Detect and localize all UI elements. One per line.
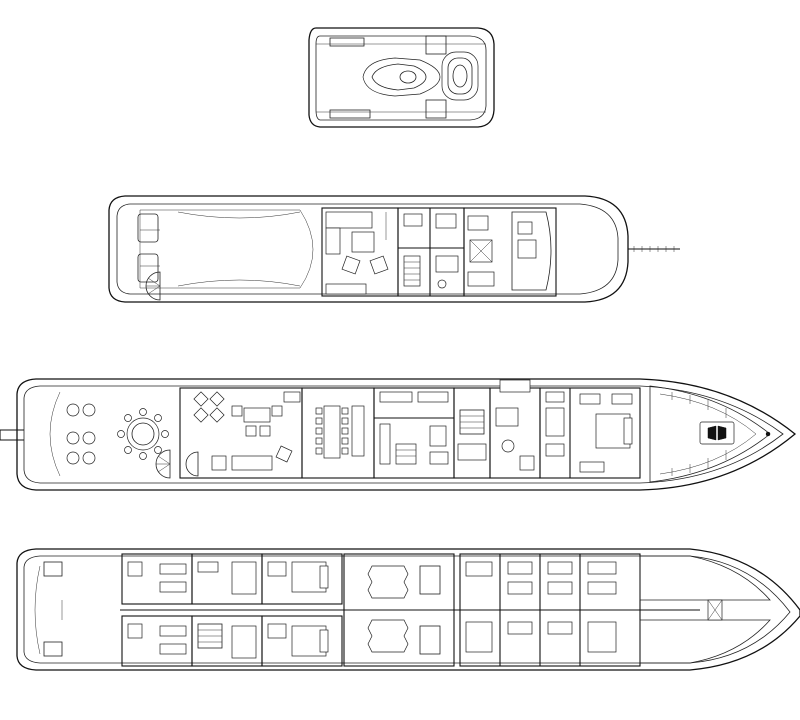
guest-cabin-5 xyxy=(191,615,263,667)
bridge-mast xyxy=(628,246,680,252)
engine-room xyxy=(343,553,455,667)
owners-study xyxy=(489,379,541,479)
dining-room xyxy=(301,387,375,479)
aft-main-deck xyxy=(49,391,171,479)
sun-deck xyxy=(308,27,495,128)
aft-swim-platform xyxy=(34,561,63,657)
wheelhouse xyxy=(463,207,557,297)
crew-area xyxy=(459,553,641,667)
forepeak xyxy=(639,555,771,664)
guest-cabin-3 xyxy=(261,553,343,605)
jacuzzi xyxy=(441,51,479,101)
main-deck xyxy=(0,378,797,491)
tender xyxy=(362,57,441,97)
passerelle xyxy=(0,429,24,441)
guest-cabin-4 xyxy=(121,615,193,667)
aft-deck-area xyxy=(137,209,314,301)
guest-cabin-2 xyxy=(191,553,263,605)
main-salon xyxy=(179,387,303,479)
guest-cabin-6 xyxy=(261,615,343,667)
galley xyxy=(373,387,455,479)
lower-deck xyxy=(16,548,800,671)
foredeck xyxy=(649,385,771,483)
owners-suite xyxy=(539,387,641,479)
bridge-deck xyxy=(108,195,680,303)
